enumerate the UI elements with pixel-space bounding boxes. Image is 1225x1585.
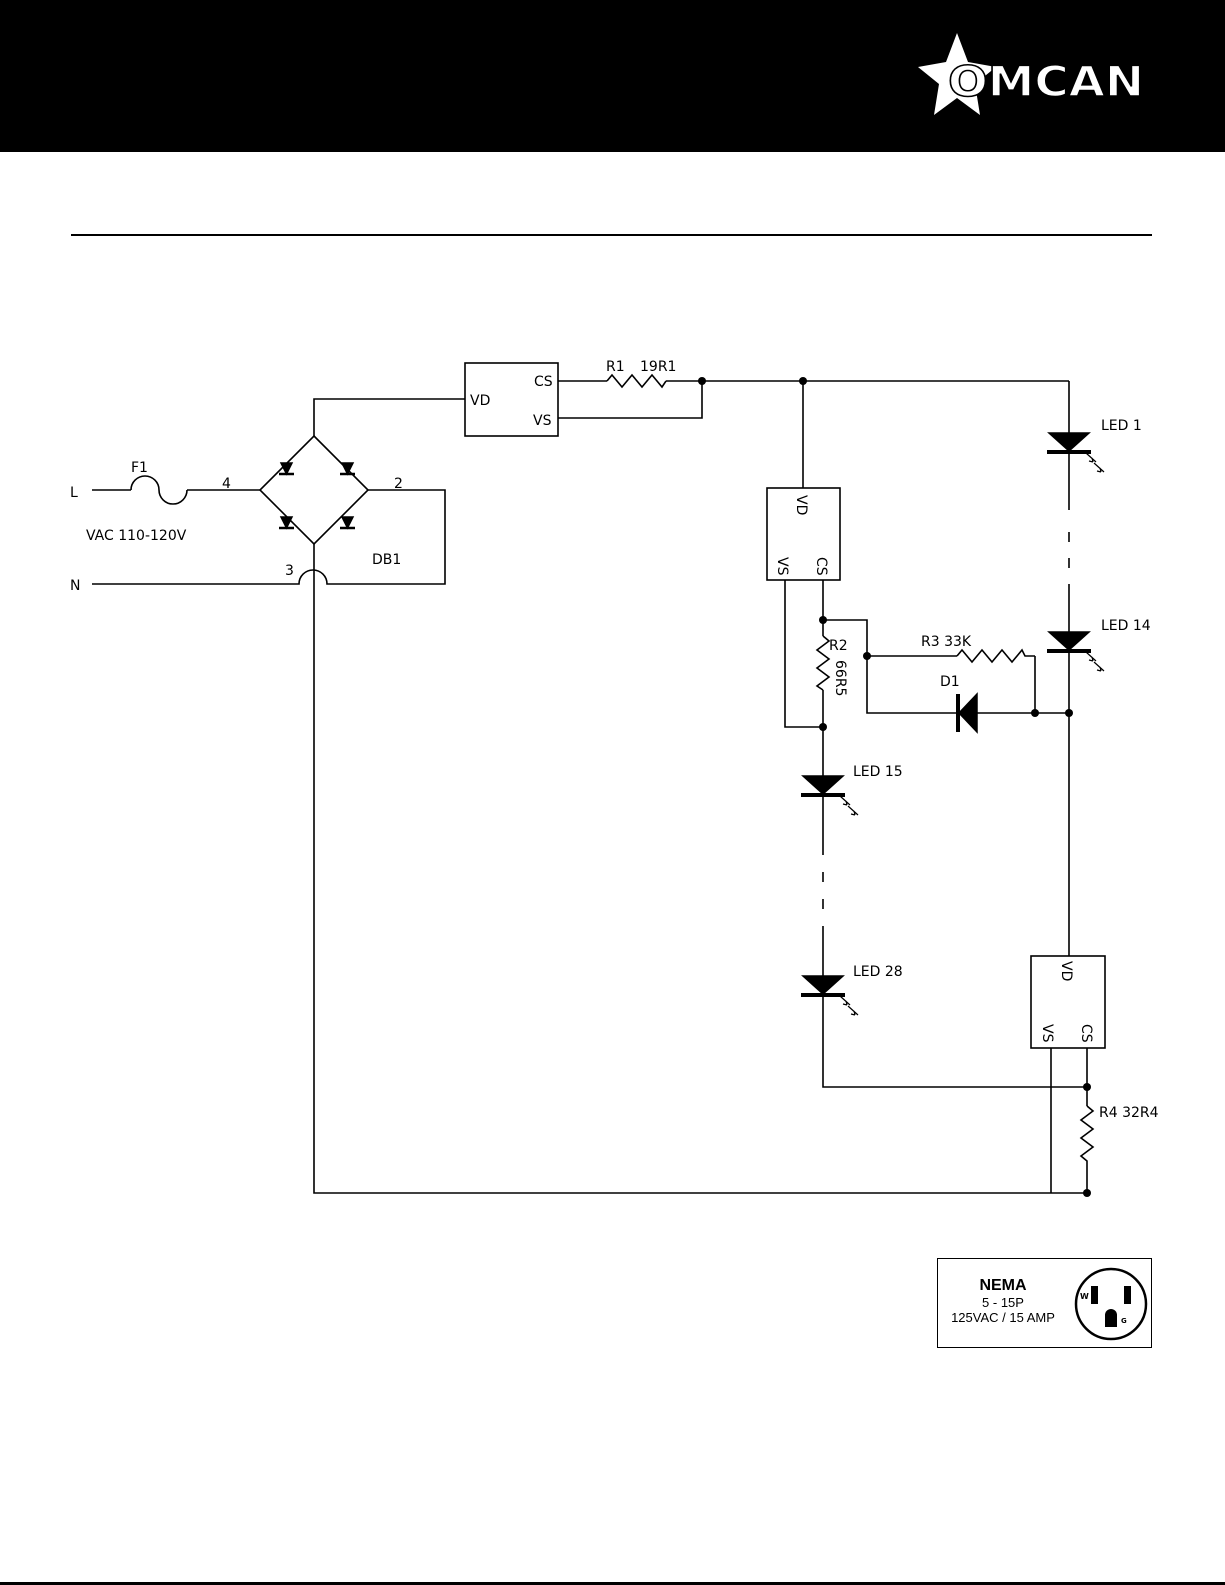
driver3-cs-label: CS — [1078, 1024, 1094, 1043]
bridge-to-driver1-wire — [314, 399, 465, 436]
driver2-vd-label: VD — [793, 495, 809, 515]
led-15-label: LED 15 — [853, 764, 903, 780]
led-15-icon — [803, 776, 843, 794]
led-1-label: LED 1 — [1101, 418, 1142, 434]
driver1-vs-label: VS — [533, 413, 552, 429]
pin-g-label: G — [1121, 1317, 1127, 1325]
fuse-label: F1 — [131, 460, 148, 476]
driver2-vs-label: VS — [774, 557, 790, 576]
nema-title: NEMA — [938, 1277, 1068, 1295]
junction-dots — [698, 377, 1091, 1197]
neutral-label: N — [70, 578, 80, 594]
led-14-icon — [1049, 632, 1089, 650]
bridge-diode-icons — [279, 463, 355, 528]
bridge-label: DB1 — [372, 552, 401, 568]
nema-text: NEMA 5 - 15P 125VAC / 15 AMP — [938, 1277, 1068, 1325]
nema-plug-box: NEMA 5 - 15P 125VAC / 15 AMP W G — [937, 1258, 1152, 1348]
r4-resistor-symbol — [1081, 1106, 1093, 1193]
led-28-label: LED 28 — [853, 964, 903, 980]
line-label: L — [70, 485, 78, 501]
nema-rating: 125VAC / 15 AMP — [938, 1310, 1068, 1325]
led-arrows — [840, 453, 1104, 1015]
r1-label: R1 — [606, 359, 625, 375]
fuse-f1-symbol — [131, 476, 187, 504]
r4-label: R4 32R4 — [1099, 1105, 1159, 1121]
nema-receptacle-icon: W G — [1074, 1267, 1148, 1341]
r3-label: R3 33K — [921, 634, 972, 650]
r2-label: R2 — [829, 638, 848, 654]
r3-resistor-symbol — [957, 650, 1035, 662]
nema-type: 5 - 15P — [938, 1295, 1068, 1310]
node-4-label: 4 — [222, 476, 231, 492]
r2-resistor-symbol — [817, 636, 829, 690]
driver2-vs-wire — [785, 580, 823, 727]
driver2-cs-label: CS — [813, 557, 829, 576]
led-28-icon — [803, 976, 843, 994]
voltage-label: VAC 110-120V — [86, 528, 187, 544]
node-3-label: 3 — [285, 563, 294, 579]
d1-label: D1 — [940, 674, 960, 690]
driver1-vd-label: VD — [470, 393, 490, 409]
diode-d1-icon — [959, 694, 977, 732]
pin-w-label: W — [1080, 1292, 1089, 1301]
driver1-cs-label: CS — [534, 374, 553, 390]
led-14-label: LED 14 — [1101, 618, 1151, 634]
node-2-label: 2 — [394, 476, 403, 492]
r1-value: 19R1 — [640, 359, 676, 375]
r2-value: 66R5 — [832, 660, 848, 696]
driver3-vd-label: VD — [1058, 961, 1074, 981]
led-1-icon — [1049, 433, 1089, 451]
r1-wires — [558, 381, 1069, 418]
driver3-vs-label: VS — [1039, 1024, 1055, 1043]
r1-resistor-symbol — [607, 375, 666, 387]
